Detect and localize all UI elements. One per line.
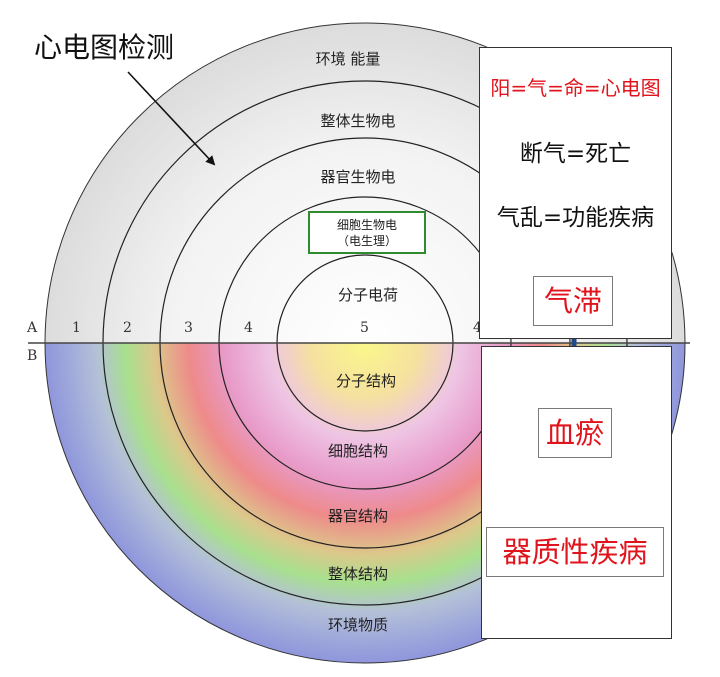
cell-bioelectric-box [308, 211, 426, 254]
ring-number-2: 2 [123, 320, 132, 336]
lower-ring-label-whole-structure: 整体结构 [328, 565, 388, 583]
ring-number-1: 1 [72, 320, 81, 336]
lower-ring-label-cell-structure: 细胞结构 [328, 442, 388, 460]
lower-ring-label-environment-matter: 环境物质 [328, 616, 388, 634]
lower-ring-label-organ-structure: 器官结构 [328, 507, 388, 525]
panel-line-yang-qi: 阳=气=命=心电图 [490, 76, 661, 100]
flow-box-organic-disease: 器质性疾病 [486, 527, 664, 577]
flow-box-blood-stasis: 血瘀 [538, 408, 612, 458]
flow-box-qi-stagnation: 气滞 [533, 276, 613, 326]
ring-number-4: 4 [244, 320, 253, 336]
upper-ring-label-organ-bioelectric: 器官生物电 [320, 168, 395, 186]
ring-number-3: 3 [184, 320, 193, 336]
row-a-label: A [26, 320, 38, 336]
cell-bioelectric-line1: 细胞生物电 [337, 218, 397, 232]
upper-ring-label-whole-bioelectric: 整体生物电 [320, 112, 395, 130]
row-b-label: B [27, 348, 37, 364]
ring-number-4-right: 4 [473, 320, 482, 336]
lower-ring-label-molecular-structure: 分子结构 [336, 372, 396, 390]
bottom-info-panel [481, 346, 672, 639]
page-title: 心电图检测 [34, 31, 175, 64]
panel-line-breath-death: 断气=死亡 [519, 141, 632, 167]
cell-bioelectric-line2: （电生理） [337, 234, 397, 248]
upper-ring-label-environment-energy: 环境 能量 [316, 50, 381, 68]
upper-ring-label-molecular-charge: 分子电荷 [338, 286, 398, 304]
title-pointer-arrow [127, 71, 216, 166]
panel-line-qi-disorder: 气乱=功能疾病 [496, 205, 655, 231]
ring-number-5: 5 [360, 320, 369, 336]
